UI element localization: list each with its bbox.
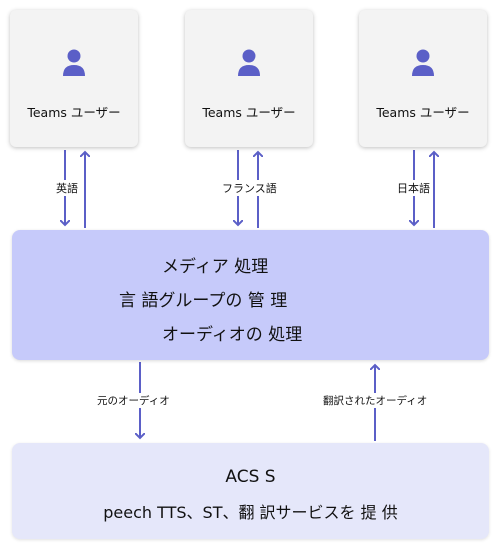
language-group-management: 言 語グループの 管 理	[119, 291, 288, 311]
teams-user-card-3: Teams ユーザー	[359, 10, 487, 147]
user-label: Teams ユーザー	[202, 105, 296, 120]
user-label: Teams ユーザー	[27, 105, 121, 120]
language-label-2: フランス語	[220, 180, 279, 196]
person-icon	[238, 49, 260, 76]
translated-audio-label: 翻訳されたオーディオ	[321, 393, 430, 408]
media-processing-title: メディア 処理	[162, 257, 269, 277]
language-label-1: 英語	[54, 180, 80, 196]
acs-title: ACS S	[225, 467, 276, 487]
acs-services-box: ACS S peech TTS、ST、翻 訳サービスを 提 供	[12, 443, 489, 539]
teams-user-card-1: Teams ユーザー	[10, 10, 138, 147]
original-audio-label: 元のオーディオ	[95, 393, 172, 408]
audio-processing: オーディオの 処理	[162, 325, 303, 345]
person-icon	[412, 49, 434, 76]
user-label: Teams ユーザー	[376, 105, 470, 120]
person-icon	[63, 49, 85, 76]
media-processing-box: メディア 処理 言 語グループの 管 理 オーディオの 処理	[12, 230, 489, 360]
acs-description: peech TTS、ST、翻 訳サービスを 提 供	[103, 503, 398, 522]
teams-user-card-2: Teams ユーザー	[185, 10, 313, 147]
language-label-3: 日本語	[395, 180, 432, 196]
